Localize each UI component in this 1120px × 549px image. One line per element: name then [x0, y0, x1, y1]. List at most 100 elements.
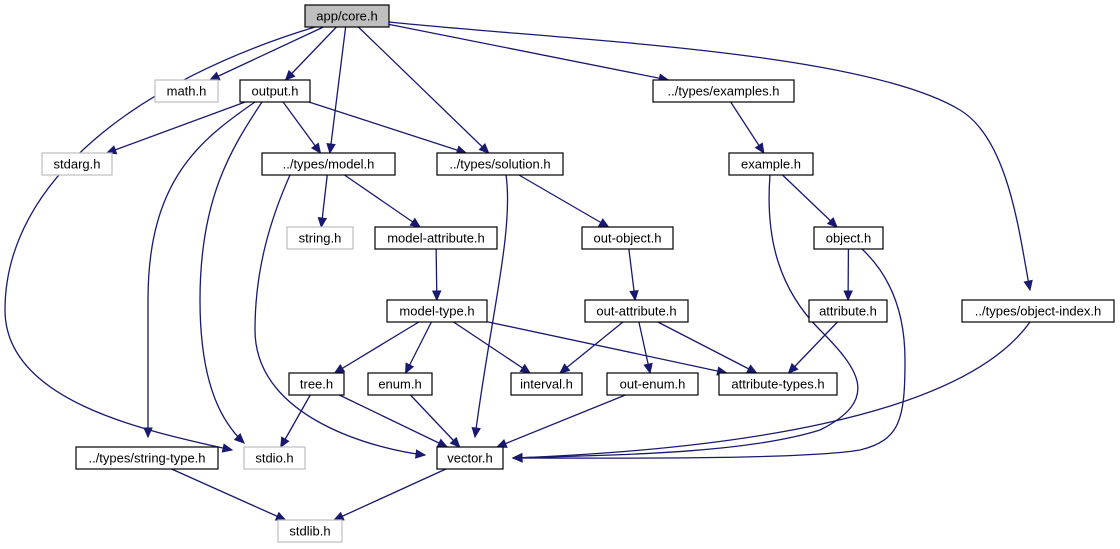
node-solution[interactable]: ../types/solution.h: [436, 152, 564, 176]
arrowhead-object_index-to-vector: [511, 452, 523, 463]
arrowhead-out_attribute-to-interval: [559, 363, 571, 374]
node-examples[interactable]: ../types/examples.h: [652, 79, 795, 103]
node-label: stdlib.h: [289, 524, 330, 539]
arrowhead-output-to-string_type: [143, 427, 153, 439]
node-attribute-types[interactable]: attribute-types.h: [718, 372, 838, 396]
node-box: [41, 152, 113, 176]
node-box[interactable]: [374, 226, 498, 250]
node-model-attribute[interactable]: model-attribute.h: [374, 226, 498, 250]
node-box[interactable]: [606, 372, 699, 396]
node-box[interactable]: [718, 372, 838, 396]
arrowhead-solution-to-vector: [471, 426, 481, 439]
node-box[interactable]: [386, 299, 488, 323]
arrowhead-enum-to-vector: [449, 436, 461, 448]
arrowhead-core-to-output: [284, 69, 296, 81]
node-label: model-type.h: [399, 304, 474, 319]
node-model-type[interactable]: model-type.h: [386, 299, 488, 323]
node-attribute[interactable]: attribute.h: [808, 299, 888, 323]
node-stdarg: stdarg.h: [41, 152, 113, 176]
node-box[interactable]: [261, 152, 396, 176]
node-label: enum.h: [378, 377, 421, 392]
node-tree[interactable]: tree.h: [288, 372, 345, 396]
edge-model-to-vector: [254, 174, 426, 456]
node-label: out-attribute.h: [596, 304, 676, 319]
edge-core-to-math: [209, 26, 324, 81]
edge-solution-to-vector: [474, 174, 509, 438]
node-box: [243, 446, 306, 470]
node-box[interactable]: [813, 226, 884, 250]
node-out-object[interactable]: out-object.h: [581, 226, 674, 250]
node-label: ../types/object-index.h: [975, 304, 1101, 319]
node-object-index[interactable]: ../types/object-index.h: [961, 299, 1115, 323]
arrowhead-examples-to-example: [754, 142, 765, 155]
arrowhead-core-to-object_index: [1023, 279, 1033, 292]
node-core[interactable]: app/core.h: [304, 4, 390, 28]
arrowhead-output-to-stdio: [233, 433, 245, 444]
node-label: attribute-types.h: [731, 377, 824, 392]
node-label: stdarg.h: [54, 157, 101, 172]
node-box[interactable]: [808, 299, 888, 323]
node-example[interactable]: example.h: [728, 152, 814, 176]
node-enum[interactable]: enum.h: [367, 372, 433, 396]
arrowhead-out_attribute-to-out_enum: [643, 362, 653, 375]
node-box[interactable]: [652, 79, 795, 103]
node-label: string.h: [299, 231, 342, 246]
node-box[interactable]: [436, 446, 504, 470]
node-vector[interactable]: vector.h: [436, 446, 504, 470]
node-label: interval.h: [520, 377, 573, 392]
node-box[interactable]: [584, 299, 689, 323]
node-label: output.h: [252, 84, 299, 99]
node-object[interactable]: object.h: [813, 226, 884, 250]
arrowhead-model_type-to-enum: [405, 362, 415, 375]
arrowhead-core-to-solution: [478, 142, 490, 154]
node-box[interactable]: [288, 372, 345, 396]
node-out-enum[interactable]: out-enum.h: [606, 372, 699, 396]
edge-core-to-examples: [388, 23, 669, 81]
node-math: math.h: [154, 79, 219, 103]
node-label: ../types/string-type.h: [88, 451, 205, 466]
edge-out_attribute-to-attribute_types: [657, 321, 757, 374]
arrowhead-model-to-model_attribute: [409, 217, 422, 228]
node-label: ../types/model.h: [283, 157, 375, 172]
node-output[interactable]: output.h: [239, 79, 311, 103]
node-label: app/core.h: [316, 9, 377, 24]
node-box[interactable]: [728, 152, 814, 176]
node-string: string.h: [286, 226, 354, 250]
node-box[interactable]: [75, 446, 219, 470]
node-box[interactable]: [436, 152, 564, 176]
node-model[interactable]: ../types/model.h: [261, 152, 396, 176]
edge-model_type-to-enum: [404, 321, 433, 374]
node-stdlib: stdlib.h: [277, 519, 343, 543]
node-box[interactable]: [581, 226, 674, 250]
edge-core-to-solution: [357, 26, 490, 154]
edge-output-to-string_type: [147, 101, 256, 437]
edge-object-to-vector: [512, 248, 906, 459]
node-string-type[interactable]: ../types/string-type.h: [75, 446, 219, 470]
node-label: math.h: [167, 84, 207, 99]
edge-example-to-object: [782, 174, 838, 228]
node-box[interactable]: [304, 4, 390, 28]
edge-core-to-object_index: [388, 21, 1031, 291]
node-out-attribute[interactable]: out-attribute.h: [584, 299, 689, 323]
edge-tree-to-stdio: [280, 394, 311, 448]
edge-model_type-to-attribute_types: [486, 321, 727, 374]
arrowhead-solution-to-out_object: [597, 218, 610, 228]
node-box[interactable]: [367, 372, 433, 396]
node-stdio: stdio.h: [243, 446, 306, 470]
edge-model-to-model_attribute: [344, 174, 421, 228]
node-box[interactable]: [239, 79, 311, 103]
node-box[interactable]: [961, 299, 1115, 323]
edge-tree-to-vector: [339, 394, 448, 448]
node-interval[interactable]: interval.h: [510, 372, 583, 396]
arrowhead-model-to-vector: [415, 449, 427, 459]
node-box[interactable]: [510, 372, 583, 396]
arrowhead-model_type-to-interval: [519, 363, 532, 374]
node-label: attribute.h: [819, 304, 877, 319]
arrowhead-output-to-model: [310, 142, 322, 154]
edge-output-to-solution: [308, 101, 467, 154]
arrowhead-attribute-to-attribute_types: [787, 362, 799, 374]
arrowhead-core-to-math: [208, 71, 221, 81]
edge-enum-to-vector: [409, 394, 461, 448]
edge-model_type-to-tree: [334, 321, 420, 374]
edge-output-to-stdarg: [106, 101, 246, 154]
